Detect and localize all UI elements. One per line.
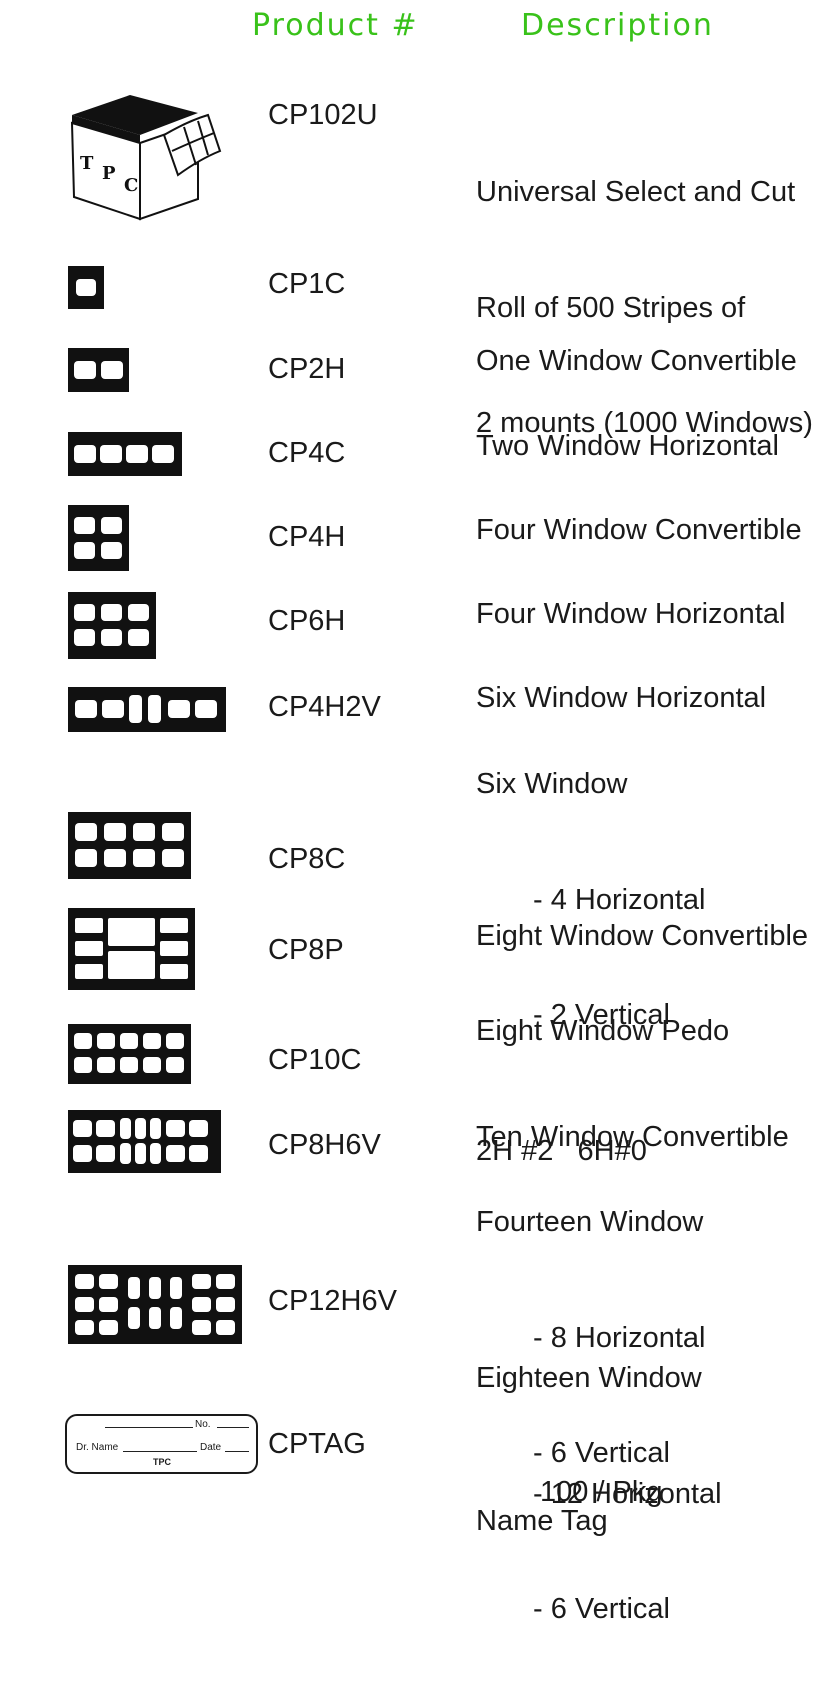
header-description-label: Description [521, 8, 714, 43]
package-quantity: 100 / Pkg [540, 1476, 663, 1508]
product-description: Name Tag [476, 1425, 608, 1618]
description-subline: - 12 Horizontal [533, 1477, 722, 1510]
description-line: Four Window Horizontal [476, 598, 786, 630]
description-subline: - 8 Horizontal [533, 1321, 706, 1354]
name-tag-icon: No. Dr. Name Date TPC [65, 1414, 258, 1474]
eight-window-pedo-mount-icon [68, 908, 195, 990]
product-code: CP1C [268, 268, 346, 300]
product-description: Universal Select and Cut Roll of 500 Str… [476, 96, 813, 520]
four-window-convertible-mount-icon [68, 432, 182, 476]
tpc-box-icon: T P C [70, 95, 222, 221]
product-description: Ten Window Convertible [476, 1041, 789, 1234]
ten-window-convertible-mount-icon [68, 1024, 191, 1084]
description-line: Roll of 500 Stripes of [476, 291, 746, 324]
description-line: Eight Window Pedo [476, 1015, 730, 1047]
description-subline: - 6 Vertical [533, 1437, 670, 1469]
product-description: One Window Convertible [476, 265, 797, 458]
tag-date-label: Date [200, 1442, 222, 1453]
description-line: Six Window [476, 768, 628, 800]
description-line: Name Tag [476, 1505, 608, 1537]
six-window-mixed-mount-icon [68, 687, 226, 732]
product-code: CP8P [268, 934, 344, 966]
product-description: Four Window Horizontal [476, 518, 785, 711]
description-line: Eight Window Convertible [476, 920, 809, 952]
description-line: Universal Select and Cut [476, 176, 796, 208]
description-line: Six Window Horizontal [476, 682, 767, 714]
fourteen-window-mount-icon [68, 1110, 221, 1173]
product-code: CPTAG [268, 1428, 366, 1460]
header-product-label: Product # [252, 8, 419, 43]
tag-no-label: No. [195, 1419, 211, 1430]
product-code: CP4H [268, 521, 346, 553]
product-code: CP2H [268, 353, 346, 385]
box-letter: C [124, 175, 138, 196]
product-description: Eight Window Pedo 2H #2 6H#0 [476, 931, 729, 1251]
product-description: Six Window - 4 Horizontal - 2 Vertical [476, 688, 705, 1112]
product-code: CP102U [268, 99, 378, 131]
product-description: Eight Window Convertible [476, 840, 808, 1033]
six-window-horizontal-mount-icon [68, 592, 156, 659]
product-code: CP8C [268, 843, 346, 875]
two-window-mount-icon [68, 348, 129, 392]
one-window-mount-icon [68, 266, 104, 309]
description-line: Ten Window Convertible [476, 1121, 789, 1153]
product-code: CP8H6V [268, 1129, 381, 1161]
description-line: Fourteen Window [476, 1206, 704, 1238]
product-code: CP10C [268, 1044, 362, 1076]
four-window-horizontal-mount-icon [68, 505, 129, 571]
eight-window-convertible-mount-icon [68, 812, 191, 879]
product-description: Six Window Horizontal [476, 602, 766, 795]
product-description: Four Window Convertible [476, 434, 802, 627]
description-line: Four Window Convertible [476, 514, 802, 546]
tag-brand-label: TPC [153, 1457, 171, 1467]
description-line: 2H #2 6H#0 [476, 1135, 647, 1167]
box-letter: T [80, 153, 94, 174]
description-subline: - 2 Vertical [533, 999, 670, 1031]
description-line: Two Window Horizontal [476, 430, 779, 462]
product-description: Two Window Horizontal [476, 350, 779, 543]
product-code: CP6H [268, 605, 346, 637]
product-code: CP12H6V [268, 1285, 397, 1317]
product-code: CP4H2V [268, 691, 381, 723]
description-subline: - 4 Horizontal [533, 883, 706, 916]
box-letter: P [102, 163, 116, 184]
description-line: Eighteen Window [476, 1362, 702, 1394]
description-line: 2 mounts (1000 Windows) [476, 407, 813, 439]
eighteen-window-mount-icon [68, 1265, 242, 1344]
product-code: CP4C [268, 437, 346, 469]
description-line: One Window Convertible [476, 345, 797, 377]
product-description: Fourteen Window - 8 Horizontal - 6 Verti… [476, 1126, 705, 1550]
tag-dr-name-label: Dr. Name [76, 1442, 119, 1453]
